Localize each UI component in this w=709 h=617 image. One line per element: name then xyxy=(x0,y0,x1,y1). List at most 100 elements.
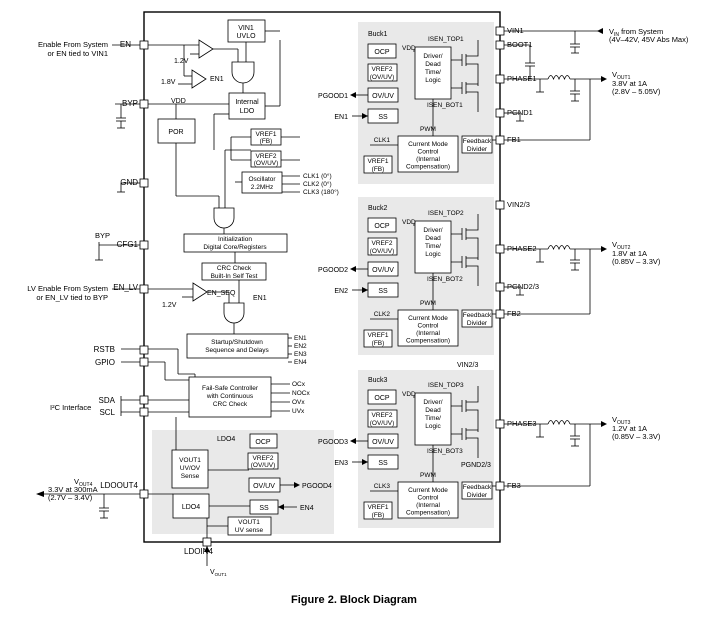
inductor-1 xyxy=(547,75,571,81)
chip-outline xyxy=(143,11,501,543)
vout1-value: 3.8V at 1A xyxy=(612,79,647,88)
buck1-driver-label-3: Time/ xyxy=(425,69,441,76)
startup-label-1: Startup/Shutdown xyxy=(211,339,263,346)
buck1-cm-label-3: (Internal xyxy=(416,156,440,163)
buck1-vdd-label: VDD xyxy=(402,45,416,52)
pin-fb3: FB3 xyxy=(507,481,521,490)
clk1-out: CLK1 (0°) xyxy=(303,172,332,180)
buck1-title: Buck1 xyxy=(368,31,388,38)
ldo4-vref2-label-1: VREF2 xyxy=(253,455,274,462)
buck2-vref2-box xyxy=(367,237,398,256)
buck2-ocp-label: OCP xyxy=(374,223,390,230)
buck2-driver-label-3: Time/ xyxy=(425,243,441,250)
comparator-en1 xyxy=(191,69,207,89)
vout1-arrow xyxy=(601,76,607,82)
pin-phase3: PHASE3 xyxy=(507,419,537,428)
buck3-mosfet-low xyxy=(451,428,479,458)
comparator-en-lv xyxy=(192,282,208,302)
buck3-pgood-label: PGOOD3 xyxy=(318,439,348,446)
en1-label-b: EN1 xyxy=(253,295,267,302)
buck1-fb-div-box xyxy=(461,135,493,154)
ldo4-title: LDO4 xyxy=(217,436,235,443)
clk2-out: CLK2 (0°) xyxy=(303,180,332,188)
internal-ldo-box xyxy=(228,92,266,120)
vout2-label: VOUT2 xyxy=(612,240,631,251)
vout1-sense-label-1: VOUT1 xyxy=(179,457,201,464)
buck1-cm-label-4: Compensation) xyxy=(406,164,450,171)
buck1-vref1-box xyxy=(363,155,393,174)
failsafe-label-1: Fail-Safe Controller xyxy=(202,385,259,392)
clk3-out: CLK3 (180°) xyxy=(303,188,339,196)
por-label: POR xyxy=(168,129,183,136)
buck1-cm-label-2: Control xyxy=(418,149,440,156)
buck3-title: Buck3 xyxy=(368,377,388,384)
buck2-isen-bot-label: ISEN_BOT2 xyxy=(427,276,463,283)
buck2-driver-box xyxy=(414,220,452,274)
buck3-ovuv-label: OV/UV xyxy=(372,439,394,446)
buck2-fb-div-box xyxy=(461,309,493,328)
buck3-vref2-label-1: VREF2 xyxy=(372,412,393,419)
buck2-vref1-label-1: VREF1 xyxy=(368,332,389,339)
buck2-driver-label-1: Driver/ xyxy=(423,227,442,234)
en1-label: EN1 xyxy=(210,76,224,83)
init-box xyxy=(183,233,288,253)
lv-system-label-1: LV Enable From System xyxy=(27,284,108,293)
vout1-bottom-label: VOUT1 xyxy=(210,569,227,577)
buck2-driver-label-2: Dead xyxy=(425,235,441,242)
buck3-cm-label-2: Control xyxy=(418,495,440,502)
buck1-vref2-label-2: (OV/UV) xyxy=(370,74,395,81)
buck1-en-arrow xyxy=(362,113,368,119)
pin-sda: SDA xyxy=(99,396,116,405)
and-gate-en xyxy=(231,61,255,84)
buck3-vref2-label-2: (OV/UV) xyxy=(370,420,395,427)
core-vref2-label-1: VREF2 xyxy=(256,153,277,160)
ref-1v2: 1.2V xyxy=(174,58,189,65)
buck1-isen-bot-label: ISEN_BOT1 xyxy=(427,102,463,109)
buck1-pwm-label: PWM xyxy=(420,126,436,133)
vin-arrow xyxy=(597,28,603,34)
fs-out-uvx: UVx xyxy=(292,408,305,415)
en-out-1: EN1 xyxy=(294,335,307,342)
vout3-range: (0.85V – 3.3V) xyxy=(612,432,661,441)
pin-boot1: BOOT1 xyxy=(507,40,532,49)
pin-gnd: GND xyxy=(120,178,138,187)
vout1-uv-label-2: UV sense xyxy=(235,527,264,534)
pin-cfg1: CFG1 xyxy=(117,240,139,249)
vout1-uv-label-1: VOUT1 xyxy=(238,519,260,526)
buck2-clk-label: CLK2 xyxy=(374,311,391,318)
fs-out-ocx: OCx xyxy=(292,381,306,388)
pin-ldoout4: LDOOUT4 xyxy=(100,481,138,490)
vout4-range: (2.7V – 3.4V) xyxy=(48,493,93,502)
buck1-isen-top-label: ISEN_TOP1 xyxy=(428,36,464,43)
core-vref2-box xyxy=(250,150,282,168)
buck2-pgood-label: PGOOD2 xyxy=(318,267,348,274)
buck2-pgood-arrow xyxy=(350,266,356,272)
buck3-driver-box xyxy=(414,392,452,446)
startup-label-2: Sequence and Delays xyxy=(205,347,269,354)
vout3-value: 1.2V at 1A xyxy=(612,424,647,433)
i2c-label: I²C Interface xyxy=(50,403,91,412)
buck2-mosfet-low xyxy=(451,256,479,286)
buck1-vref1-label-1: VREF1 xyxy=(368,158,389,165)
ldo4-ss-label: SS xyxy=(259,505,269,512)
ldo4-vref2-box xyxy=(247,452,279,470)
buck1-driver-label-1: Driver/ xyxy=(423,53,442,60)
buck3-en-arrow xyxy=(362,459,368,465)
buck3-vref1-box xyxy=(363,501,393,520)
figure-title: Figure 2. Block Diagram xyxy=(291,594,417,606)
buck2-fb-div-label-2: Divider xyxy=(467,320,488,327)
ldo4-ocp-label: OCP xyxy=(255,439,271,446)
ref-1v8: 1.8V xyxy=(161,79,176,86)
buck3-pwm-label: PWM xyxy=(420,472,436,479)
buck2-ovuv-label: OV/UV xyxy=(372,267,394,274)
ldo4-ovuv-label: OV/UV xyxy=(253,483,275,490)
buck2-vdd-label: VDD xyxy=(402,219,416,226)
buck1-cm-label-1: Current Mode xyxy=(408,141,448,148)
buck1-ss-label: SS xyxy=(378,114,388,121)
pin-vin1: VIN1 xyxy=(507,26,524,35)
and-gate-seq xyxy=(223,302,245,324)
buck2-pwm-label: PWM xyxy=(420,300,436,307)
buck1-cm-box xyxy=(397,135,459,173)
ldo4-box-label: LDO4 xyxy=(182,504,200,511)
